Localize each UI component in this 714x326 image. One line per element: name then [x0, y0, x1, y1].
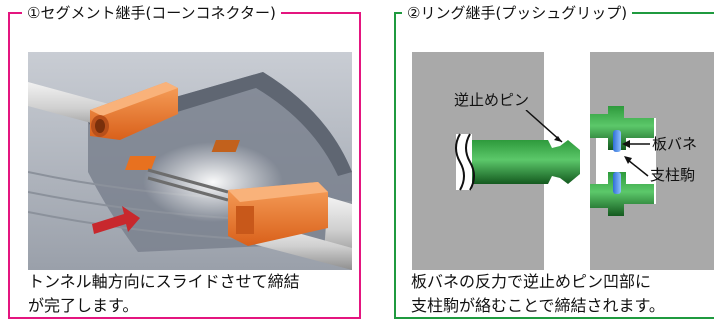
segment-caption-line-1: トンネル軸方向にスライドさせて締結: [28, 272, 300, 291]
ring-joint-caption: 板バネの反力で逆止めピン凹部に 支柱駒が絡むことで締結されます。: [411, 270, 665, 318]
support-piece-label: 支柱駒: [650, 166, 695, 184]
ring-joint-title: ②リング継手(プッシュグリップ): [402, 3, 633, 23]
ring-caption-line-1: 板バネの反力で逆止めピン凹部に: [411, 272, 652, 291]
leaf-spring-label: 板バネ: [652, 135, 697, 153]
segment-joint-title: ①セグメント継手(コーンコネクター): [22, 3, 281, 23]
ring-joint-panel: ②リング継手(プッシュグリップ): [394, 3, 714, 319]
segment-caption-line-2: が完了します。: [28, 296, 139, 315]
segment-joint-illustration: [28, 52, 352, 270]
check-pin-label: 逆止めピン: [454, 91, 529, 109]
ring-joint-diagram: 逆止めピン 板バネ 支柱駒: [412, 52, 714, 270]
ring-caption-line-2: 支柱駒が絡むことで締結されます。: [411, 296, 665, 315]
segment-joint-panel: ①セグメント継手(コーンコネクター): [8, 3, 361, 319]
segment-joint-caption: トンネル軸方向にスライドさせて締結 が完了します。: [28, 270, 300, 318]
